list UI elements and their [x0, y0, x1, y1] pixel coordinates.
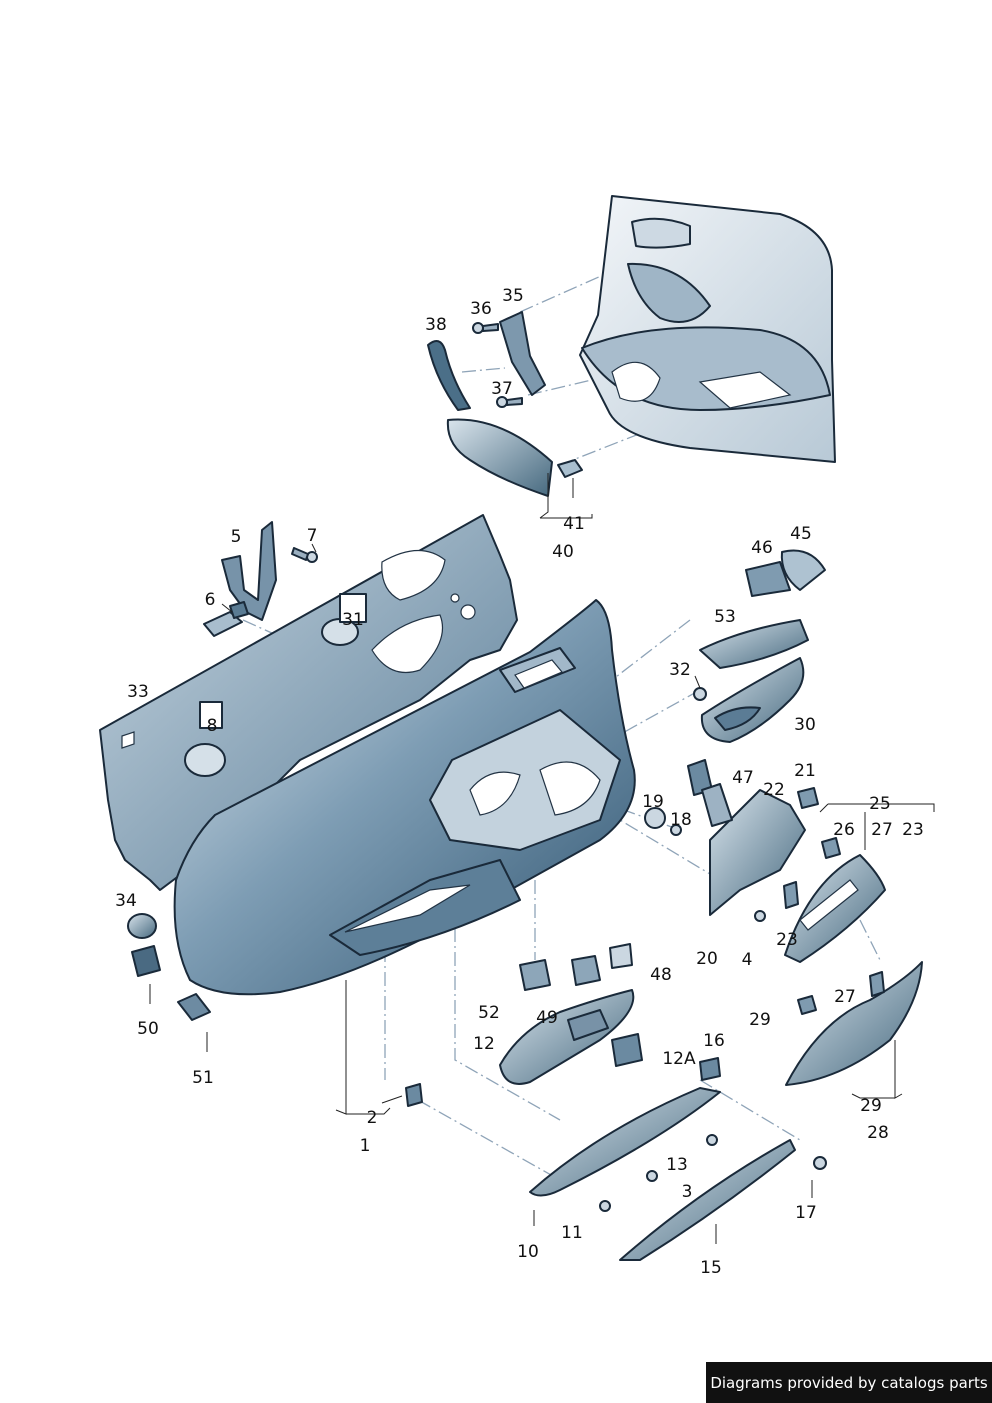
callout-18: 18 [670, 810, 692, 830]
callout-34: 34 [115, 891, 137, 911]
callout-23-left: 23 [776, 930, 798, 950]
callout-41: 41 [563, 514, 585, 534]
callout-36: 36 [470, 299, 492, 319]
callout-19: 19 [642, 792, 664, 812]
clip-parts [127, 593, 423, 1107]
callout-3: 3 [682, 1182, 693, 1202]
callout-11: 11 [561, 1223, 583, 1243]
callout-37: 37 [491, 379, 513, 399]
callout-29-bottom: 29 [860, 1096, 882, 1116]
callout-27-top: 27 [871, 820, 893, 840]
callout-6: 6 [205, 590, 216, 610]
insulation-sheet [99, 514, 518, 891]
callout-31: 31 [342, 610, 364, 630]
callout-45: 45 [790, 524, 812, 544]
callout-32: 32 [669, 660, 691, 680]
callout-27-bottom: 27 [834, 987, 856, 1007]
callout-46: 46 [751, 538, 773, 558]
callout-33: 33 [127, 682, 149, 702]
catalog-credit-banner: Diagrams provided by catalogs parts [706, 1362, 992, 1403]
callout-22: 22 [763, 780, 785, 800]
callout-12: 12 [473, 1034, 495, 1054]
callout-12a: 12A [662, 1049, 696, 1069]
callout-16: 16 [703, 1031, 725, 1051]
callout-26: 26 [833, 820, 855, 840]
callout-10: 10 [517, 1242, 539, 1262]
callout-20: 20 [696, 949, 718, 969]
callout-17: 17 [795, 1203, 817, 1223]
rear-door-trim-panel [579, 195, 836, 463]
callout-53: 53 [714, 607, 736, 627]
callout-40: 40 [552, 542, 574, 562]
callout-28: 28 [867, 1123, 889, 1143]
callout-29-left: 29 [749, 1010, 771, 1030]
callout-30: 30 [794, 715, 816, 735]
callout-4: 4 [742, 950, 753, 970]
callout-5: 5 [231, 527, 242, 547]
callout-23-right: 23 [902, 820, 924, 840]
callout-25: 25 [869, 794, 891, 814]
callout-2: 2 [367, 1108, 378, 1128]
callout-8: 8 [207, 716, 218, 736]
callout-51: 51 [192, 1068, 214, 1088]
armrest-parts [499, 910, 827, 1261]
bracket-parts [203, 521, 318, 637]
callout-21: 21 [794, 761, 816, 781]
credit-text: Diagrams provided by catalogs parts [710, 1373, 988, 1392]
callout-13: 13 [666, 1155, 688, 1175]
callout-labels: 1 2 3 4 5 6 7 8 10 11 12 12A 13 15 16 17… [115, 286, 924, 1278]
callout-48: 48 [650, 965, 672, 985]
trim-strips [783, 787, 923, 1086]
callout-47: 47 [732, 768, 754, 788]
callout-7: 7 [307, 526, 318, 546]
callout-49: 49 [536, 1008, 558, 1028]
callout-35: 35 [502, 286, 524, 306]
front-door-trim-panel [173, 599, 636, 996]
callout-50: 50 [137, 1019, 159, 1039]
callout-15: 15 [700, 1258, 722, 1278]
callout-38: 38 [425, 315, 447, 335]
handle-assemblies [644, 549, 826, 916]
rear-door-parts [427, 311, 583, 497]
callout-1: 1 [360, 1136, 371, 1156]
callout-52: 52 [478, 1003, 500, 1023]
leader-lines [149, 473, 935, 1244]
